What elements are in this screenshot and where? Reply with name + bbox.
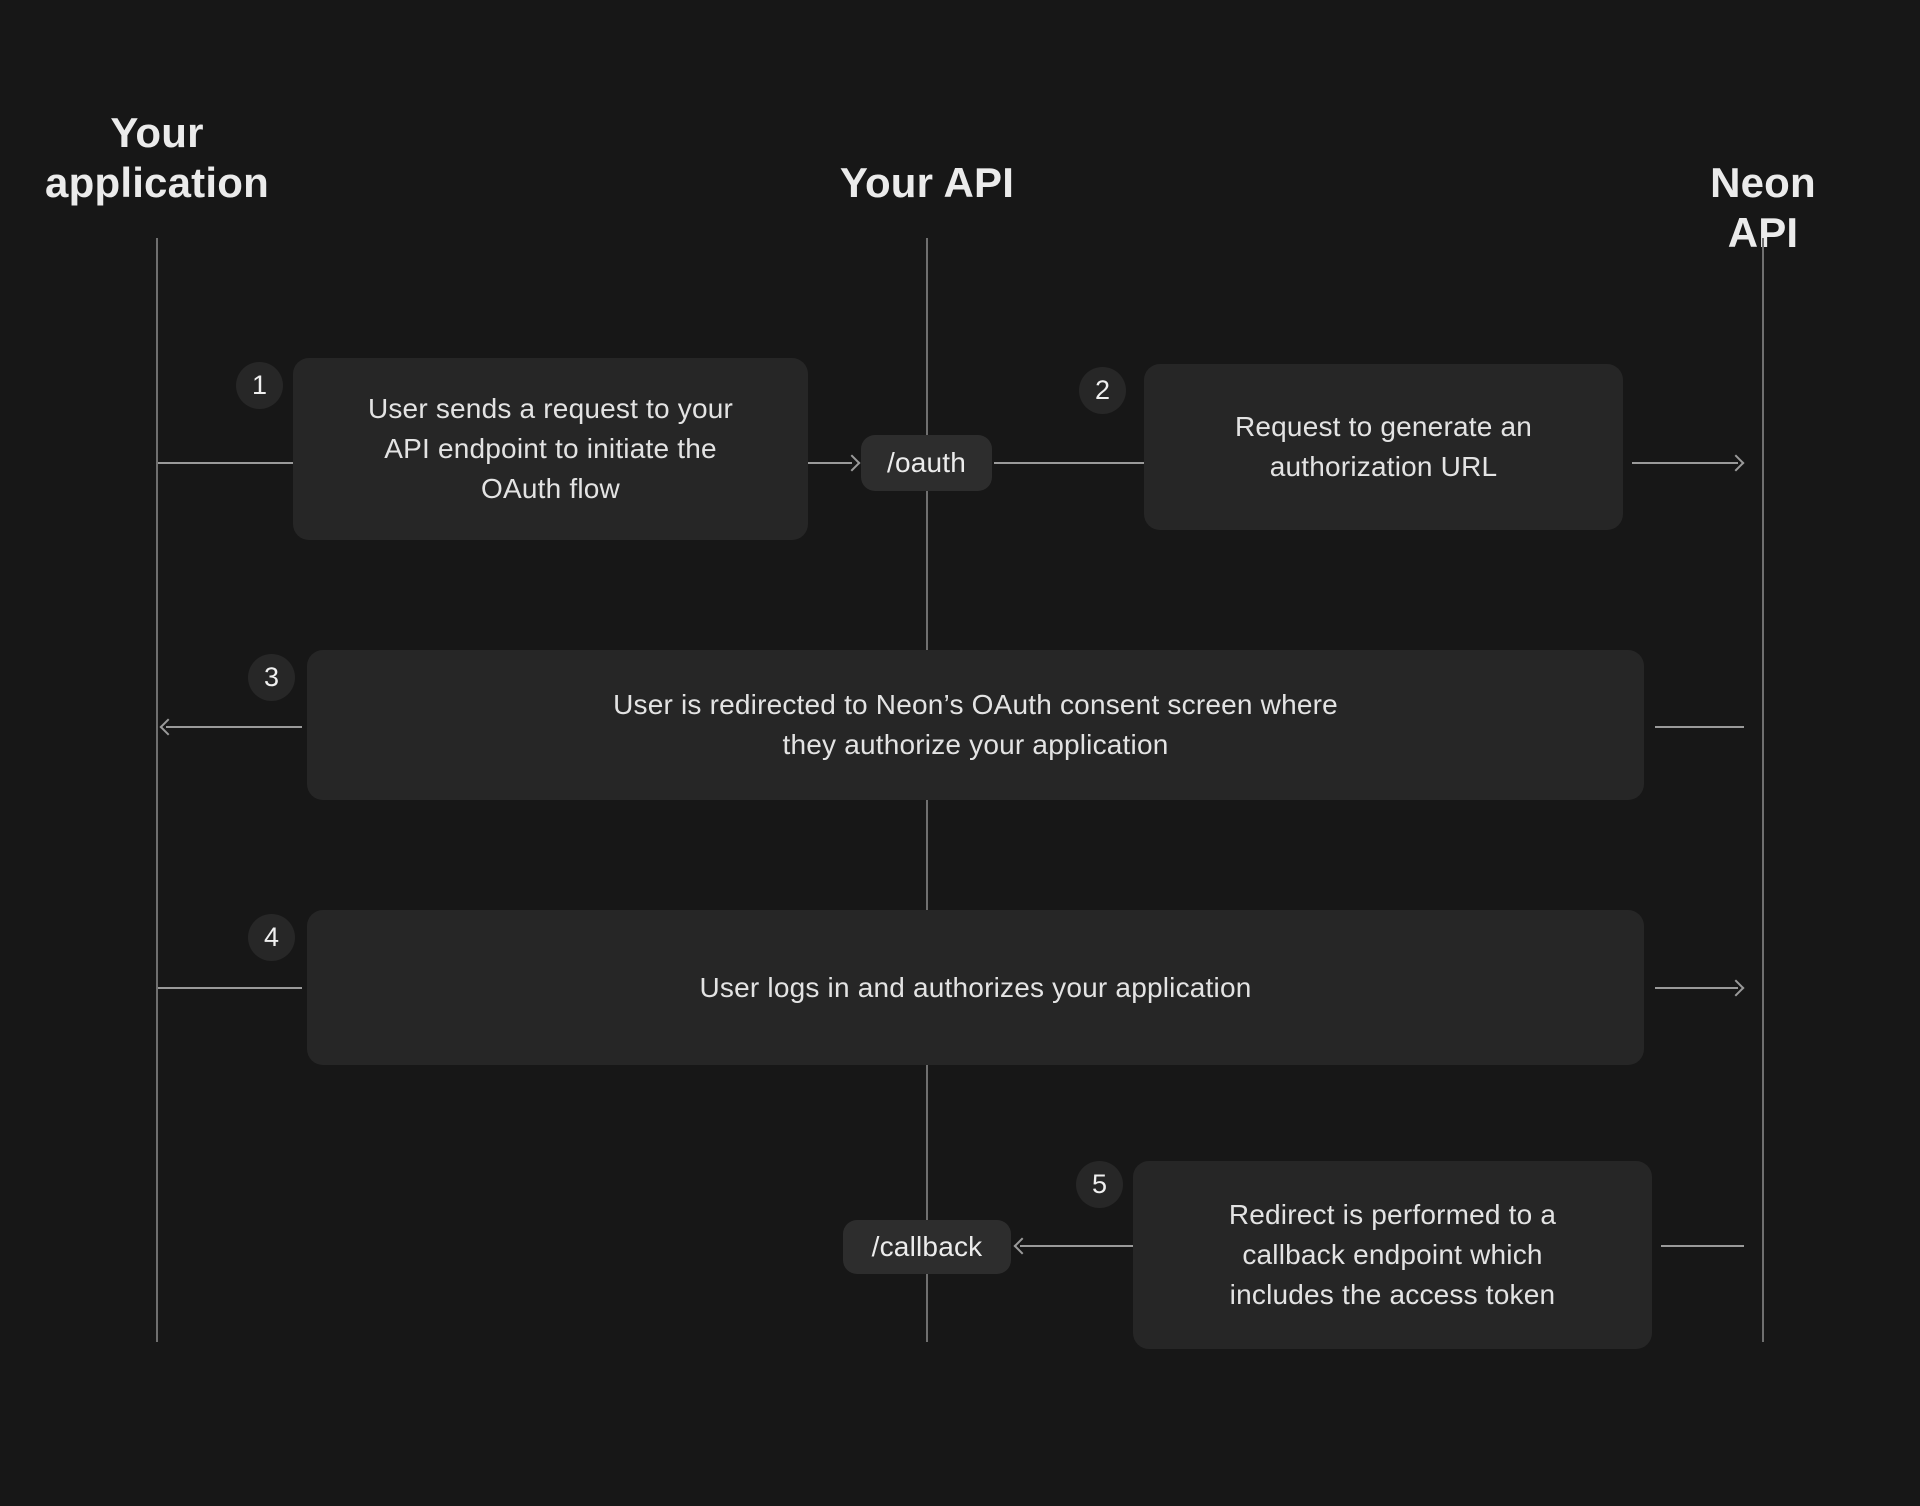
step2-message-box: Request to generate an authorization URL	[1144, 364, 1623, 530]
line-step4-to-neon	[1655, 987, 1738, 989]
line-step5-from-neon	[1661, 1245, 1744, 1247]
lifeline-neon-api	[1762, 238, 1764, 1342]
step3-badge: 3	[248, 654, 295, 701]
arrowhead-step4-right-icon	[1727, 979, 1745, 997]
step4-badge: 4	[248, 914, 295, 961]
step5-badge: 5	[1076, 1161, 1123, 1208]
line-step3-from-neon	[1655, 726, 1744, 728]
step4-message-box: User logs in and authorizes your applica…	[307, 910, 1644, 1065]
line-step3-to-app	[166, 726, 302, 728]
step1-message-box: User sends a request to your API endpoin…	[293, 358, 808, 540]
step2-badge: 2	[1079, 367, 1126, 414]
line-step5-to-callback	[1020, 1245, 1133, 1247]
step1-badge: 1	[236, 362, 283, 409]
line-step4-from-app	[158, 987, 302, 989]
lifeline-your-application	[156, 238, 158, 1342]
lane-label-your-application: Your application	[45, 109, 269, 206]
line-oauth-to-step2	[994, 462, 1144, 464]
line-step1-to-oauth	[808, 462, 852, 464]
callback-endpoint-pill: /callback	[843, 1220, 1011, 1274]
line-step1-from-app	[158, 462, 293, 464]
arrowhead-step1-right-icon	[843, 454, 861, 472]
lane-label-neon-api: Neon API	[1710, 159, 1816, 256]
step5-message-box: Redirect is performed to a callback endp…	[1133, 1161, 1652, 1349]
line-step2-to-neon	[1632, 462, 1738, 464]
step3-message-box: User is redirected to Neon’s OAuth conse…	[307, 650, 1644, 800]
lane-label-your-api: Your API	[839, 159, 1015, 206]
arrowhead-step2-right-icon	[1727, 454, 1745, 472]
oauth-endpoint-pill: /oauth	[861, 435, 992, 491]
